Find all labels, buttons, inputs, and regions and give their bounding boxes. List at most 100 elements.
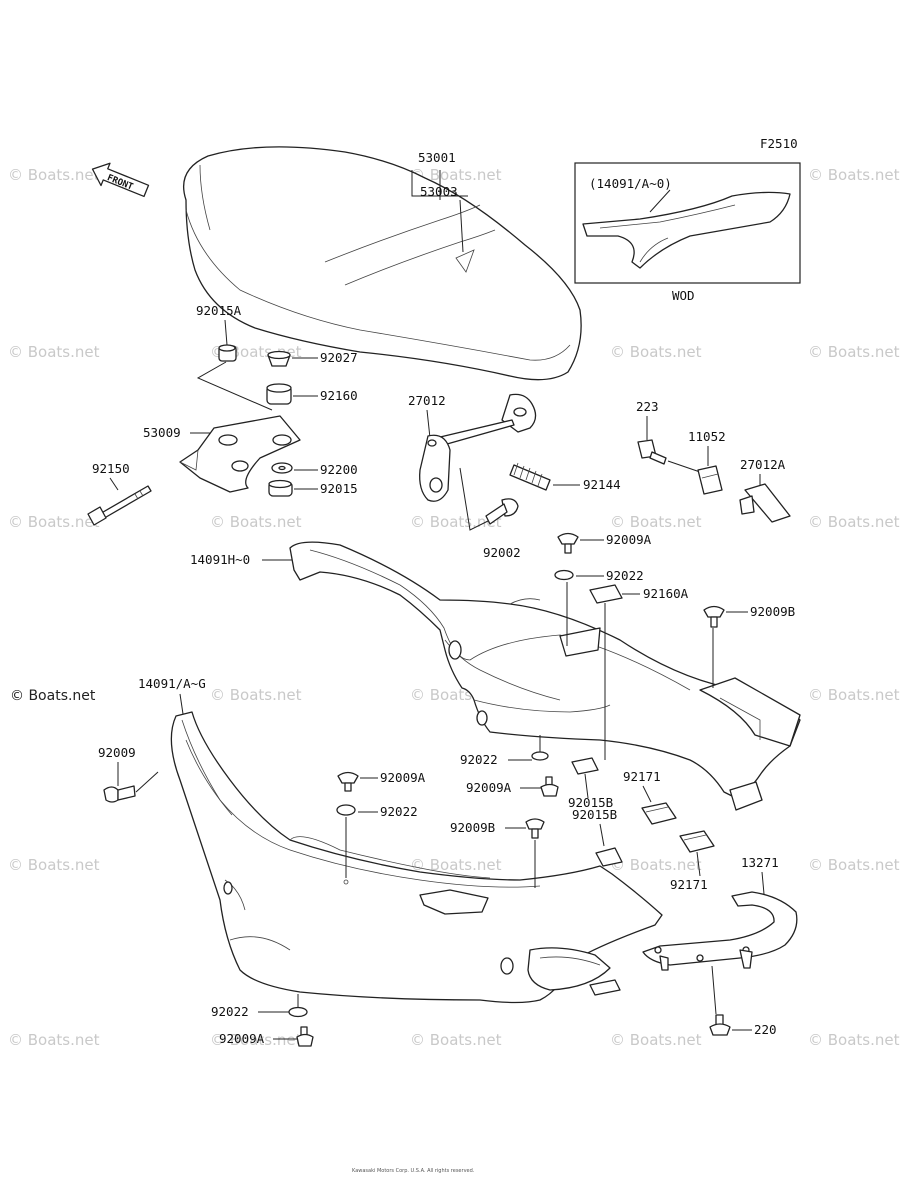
leader-line	[584, 773, 589, 799]
seat-latch	[419, 393, 537, 502]
part-label-92015B-2: 92015B	[572, 807, 617, 822]
washer-icon	[336, 804, 356, 816]
bolt-icon	[709, 1014, 731, 1036]
part-label-92160A: 92160A	[643, 586, 689, 601]
part-label-92015B-1: 92015B	[568, 795, 613, 810]
part-label-27012: 27012	[408, 393, 446, 408]
seat-bracket	[179, 415, 301, 493]
front-arrow-icon: FRONT	[91, 162, 150, 198]
watermark-text: © Boats.net	[610, 513, 702, 531]
part-label-27012A: 27012A	[740, 457, 786, 472]
part-label-92144: 92144	[583, 477, 621, 492]
watermark-text: © Boats.net	[610, 1031, 702, 1049]
watermark-text: © Boats.net	[8, 343, 100, 361]
leader-line	[667, 460, 701, 473]
part-label-13271: 13271	[741, 855, 779, 870]
part-label-92009A-3: 92009A	[466, 780, 512, 795]
part-label-220: 220	[754, 1022, 777, 1037]
part-label-92002: 92002	[483, 545, 521, 560]
part-label-11052: 11052	[688, 429, 726, 444]
leader-line	[109, 477, 119, 491]
washer-icon	[288, 1006, 308, 1018]
part-label-92160: 92160	[320, 388, 358, 403]
side-cover	[170, 711, 663, 1004]
screw-icon	[557, 532, 579, 554]
leader-line	[711, 965, 717, 1015]
part-label-92009A-4: 92009A	[219, 1031, 265, 1046]
watermark-text: © Boats.net	[808, 166, 900, 184]
watermark-text: © Boats.net	[610, 343, 702, 361]
part-label-14091AG: 14091/A~G	[138, 676, 206, 691]
watermark-text: © Boats.net	[808, 856, 900, 874]
rubber-damper-icon	[218, 344, 237, 362]
rubber-pad-icon	[679, 830, 715, 853]
leader-line	[224, 319, 228, 346]
inset-caption: WOD	[672, 288, 695, 303]
leader-line	[459, 467, 491, 531]
watermark-text: © Boats.net	[8, 513, 100, 531]
leader-line	[196, 361, 273, 411]
screw-icon	[103, 785, 136, 803]
spring-icon	[509, 462, 551, 491]
part-label-53009: 53009	[143, 425, 181, 440]
watermark-text: © Boats.net	[410, 1031, 502, 1049]
part-label-92015: 92015	[320, 481, 358, 496]
part-label-92009A-2: 92009A	[380, 770, 426, 785]
figure-code: F2510	[760, 136, 798, 151]
watermark-text: © Boats.net	[210, 513, 302, 531]
watermark-text: © Boats.net	[808, 343, 900, 361]
grommet-icon	[267, 350, 291, 367]
screw-icon	[637, 439, 667, 465]
part-label-92171-1: 92171	[623, 769, 661, 784]
rear-upper-cover	[289, 541, 801, 811]
watermark-text: © Boats.net	[8, 856, 100, 874]
part-label-92009B-1: 92009B	[750, 604, 795, 619]
washer-hole-icon	[278, 465, 286, 471]
bolt-icon	[485, 498, 519, 525]
copyright-text: Kawasaki Motors Corp. U.S.A. All rights …	[352, 1168, 475, 1174]
part-label-92022-3: 92022	[460, 752, 498, 767]
part-label-14091H: 14091H~0	[190, 552, 250, 567]
inset-box: (14091/A~0) WOD	[574, 162, 801, 303]
watermark-text: © Boats.net	[808, 513, 900, 531]
watermark-text: © Boats.net	[808, 686, 900, 704]
part-label-53003: 53003	[420, 184, 458, 199]
screw-icon	[296, 1026, 314, 1047]
part-label-92200: 92200	[320, 462, 358, 477]
part-label-92022-2: 92022	[380, 804, 418, 819]
part-label-92009: 92009	[98, 745, 136, 760]
seat	[182, 146, 582, 381]
damper-icon	[266, 383, 292, 405]
leader-line	[599, 823, 605, 847]
part-label-92009A-1: 92009A	[606, 532, 652, 547]
watermark-text: © Boats.net	[410, 856, 502, 874]
watermark-text: © Boats.net	[210, 686, 302, 704]
washer-icon	[531, 751, 549, 761]
part-label-92015A: 92015A	[196, 303, 242, 318]
part-label-92171-2: 92171	[670, 877, 708, 892]
rubber-pad-icon	[641, 802, 677, 825]
screw-icon	[337, 771, 359, 792]
leader-line	[761, 871, 765, 895]
damper-icon	[268, 479, 293, 497]
long-bolt-icon	[87, 485, 152, 526]
leader-line	[179, 693, 184, 715]
washer-icon	[554, 569, 574, 581]
watermark-text: © Boats.net	[210, 1031, 302, 1049]
part-label-223: 223	[636, 399, 659, 414]
latch-plate-icon	[739, 483, 791, 523]
part-label-92009B-2: 92009B	[450, 820, 495, 835]
pad-icon	[571, 757, 599, 775]
part-label-92022-4: 92022	[211, 1004, 249, 1019]
watermark-text: © Boats.net	[8, 1031, 100, 1049]
screw-icon	[703, 605, 725, 628]
inset-part-label: (14091/A~0)	[589, 176, 672, 191]
watermark-text: © Boats.net	[610, 856, 702, 874]
watermark-text: © Boats.net	[808, 1031, 900, 1049]
leader-line	[696, 851, 701, 877]
part-label-92027: 92027	[320, 350, 358, 365]
leader-line	[426, 409, 431, 439]
watermark-text: © Boats.net	[8, 166, 100, 184]
screw-icon	[525, 818, 545, 839]
